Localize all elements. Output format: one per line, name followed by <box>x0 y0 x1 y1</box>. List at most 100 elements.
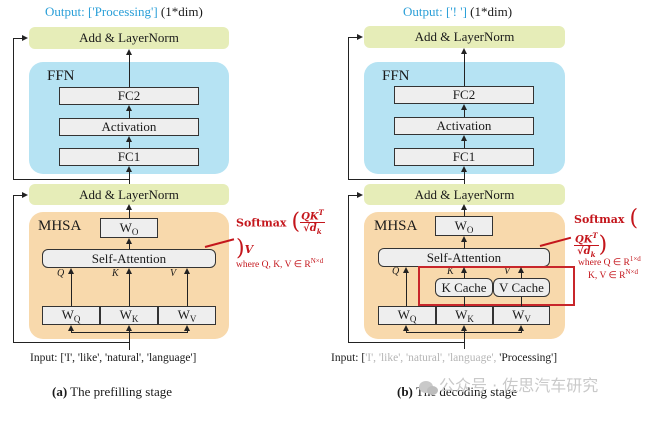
fc1-box: FC1 <box>394 148 534 166</box>
arrowhead <box>184 325 190 331</box>
output-token: ['! '] <box>445 4 467 19</box>
wk-box: WK <box>100 306 158 325</box>
arrowhead <box>461 48 467 54</box>
arrowhead <box>126 268 132 274</box>
arrowhead <box>403 267 409 273</box>
wo-sub: O <box>131 226 139 237</box>
watermark: 公众号 · 佐思汽车研究 <box>419 372 598 396</box>
formula-den-sub: k <box>316 227 322 237</box>
wo-w: W <box>119 219 132 235</box>
fc1-label: FC1 <box>117 149 141 164</box>
caption-text: The decoding stage <box>412 384 517 399</box>
formula-paren-open: ( <box>629 206 639 231</box>
residual-mhsa-line <box>348 195 350 342</box>
caption-tag: (b) <box>397 384 413 399</box>
wv-label: WV <box>178 307 197 324</box>
activation-box: Activation <box>59 118 199 136</box>
arrowhead <box>126 49 132 55</box>
wo-sub: O <box>466 224 474 235</box>
arrowhead <box>518 267 524 273</box>
add-layernorm-bottom-label: Add & LayerNorm <box>414 186 515 202</box>
arrowhead <box>126 238 132 244</box>
wk-label: WK <box>120 307 139 324</box>
formula-sup: T <box>318 208 324 217</box>
wq-w: W <box>397 307 410 322</box>
wq-sub: Q <box>409 314 417 324</box>
arrowhead <box>518 325 524 331</box>
self-attention-label: Self-Attention <box>426 249 502 265</box>
add-layernorm-top: Add & LayerNorm <box>364 26 565 48</box>
v-label: V <box>170 268 177 279</box>
watermark-text: 公众号 · 佐思汽车研究 <box>439 376 599 395</box>
arrowhead <box>461 204 467 210</box>
softmax-formula: Softmax (QKT√dk) where Q ∈ R1×d K, V ∈ R… <box>574 206 662 282</box>
wk-label: WK <box>455 307 474 324</box>
arrow-wo-to-addnorm <box>464 207 466 216</box>
wk-w: W <box>455 307 468 322</box>
wv-box: WV <box>158 306 216 325</box>
wo-label: WO <box>455 218 474 235</box>
formula-num: QK <box>575 234 593 246</box>
arrow-addnorm-to-fc1 <box>129 169 131 184</box>
wv-to-vcache <box>521 297 523 306</box>
arrow-wo-to-addnorm <box>129 207 131 218</box>
output-label: Output: ['! '] (1*dim) <box>403 4 512 20</box>
arrowhead <box>461 166 467 172</box>
arrow-sa-to-wo <box>464 239 466 248</box>
input-tokens-gray: 'I', 'like', 'natural', 'language', <box>365 352 500 364</box>
k-cache-label: K Cache <box>441 279 487 295</box>
self-attention-box: Self-Attention <box>378 248 550 267</box>
arrow-sa-to-wo <box>129 241 131 249</box>
wk-w: W <box>119 307 132 322</box>
caption-decoding: (b) The decoding stage <box>397 384 517 400</box>
arrowhead <box>357 34 363 40</box>
arrow-act-to-fc2 <box>129 108 131 118</box>
caption-prefilling: (a) The prefilling stage <box>52 384 172 400</box>
caption-tag: (a) <box>52 384 68 399</box>
input-tokens: 'Processing' <box>499 352 554 364</box>
arrow-fc2-to-addnorm <box>129 52 131 87</box>
input-prefix: Input: [ <box>30 352 65 364</box>
arrow-addnorm-to-fc1 <box>464 169 466 184</box>
wk-to-kcache <box>464 297 466 306</box>
wechat-icon <box>419 380 438 395</box>
mhsa-title: MHSA <box>374 218 418 234</box>
add-layernorm-bottom-label: Add & LayerNorm <box>79 186 179 202</box>
residual-ffn-line <box>348 37 350 179</box>
k-cache-box: K Cache <box>435 278 493 297</box>
k-label: K <box>447 266 454 277</box>
wq-w: W <box>61 307 74 322</box>
residual-ffn-line <box>13 38 15 179</box>
arrow-wq-to-sa <box>406 270 408 306</box>
formula-where: where Q, K, V ∈ RN×d <box>236 257 331 270</box>
formula-fraction: QKT√dk <box>300 208 325 236</box>
arrow-fc1-to-act <box>464 138 466 148</box>
wq-box: WQ <box>378 306 436 325</box>
wq-sub: Q <box>73 314 81 324</box>
arrow-fc1-to-act <box>129 139 131 148</box>
arrow-vcache-to-sa <box>521 270 523 278</box>
wq-label: WQ <box>62 307 81 324</box>
fc2-box: FC2 <box>59 87 199 105</box>
formula-numerator: QKT <box>574 231 599 247</box>
ffn-title: FFN <box>47 68 75 84</box>
arrowhead <box>126 325 132 331</box>
v-cache-label: V Cache <box>499 279 544 295</box>
arrowhead <box>126 136 132 142</box>
add-layernorm-top-label: Add & LayerNorm <box>414 29 515 44</box>
arrowhead <box>22 192 28 198</box>
arrowhead <box>22 35 28 41</box>
wo-box: WO <box>435 216 493 236</box>
activation-label: Activation <box>101 119 157 134</box>
wo-box: WO <box>100 218 158 238</box>
ffn-title: FFN <box>382 68 410 84</box>
arrowhead <box>68 325 74 331</box>
wv-box: WV <box>493 306 550 325</box>
arrowhead <box>403 325 409 331</box>
panel-prefilling: Output: ['Processing'] (1*dim) Add & Lay… <box>13 4 331 400</box>
input-to-wk <box>129 327 131 350</box>
output-label: Output: ['Processing'] (1*dim) <box>45 4 203 20</box>
caption-text: The prefilling stage <box>67 384 172 399</box>
input-prefix: Input: [ <box>331 352 366 364</box>
fc2-box: FC2 <box>394 86 534 104</box>
